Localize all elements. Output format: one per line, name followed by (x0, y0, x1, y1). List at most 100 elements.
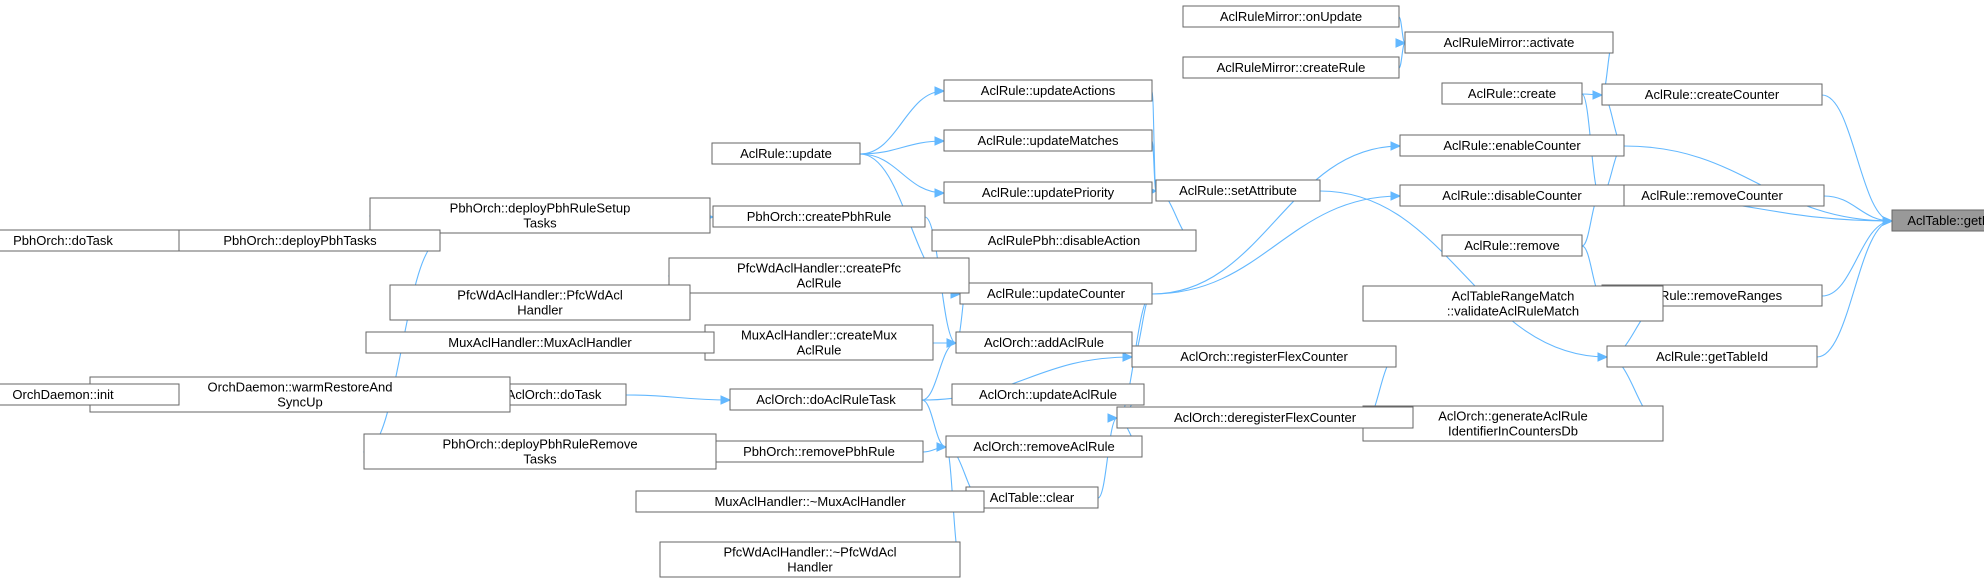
node-label: ::validateAclRuleMatch (1447, 304, 1579, 319)
node-box (1891, 209, 1984, 232)
edge-arrowhead (934, 86, 946, 96)
node-label: AclOrch::doAclRuleTask (756, 392, 896, 407)
call-edge (625, 394, 731, 401)
node-doaclruletask[interactable]: AclOrch::doAclRuleTask (729, 388, 923, 411)
node-label: AclRule::updatePriority (982, 185, 1115, 200)
node-label: AclRule::updateActions (981, 83, 1116, 98)
node-updateactions[interactable]: AclRule::updateActions (943, 79, 1153, 102)
call-edge (1623, 145, 1893, 222)
node-box (659, 541, 961, 578)
call-edge (859, 90, 945, 155)
node-mirror-createrule[interactable]: AclRuleMirror::createRule (1182, 56, 1400, 79)
node-disableaction[interactable]: AclRulePbh::disableAction (931, 229, 1197, 252)
node-label: AclRule::enableCounter (1443, 138, 1581, 153)
node-box (1362, 285, 1664, 322)
node-gettableid-target[interactable]: AclTable::getId (1891, 209, 1984, 232)
node-box (955, 331, 1133, 354)
call-edge (1319, 190, 1608, 358)
node-label: MuxAclHandler::createMux (741, 328, 898, 343)
node-label: PfcWdAclHandler::createPfc (737, 261, 902, 276)
node-createpbhrule[interactable]: PbhOrch::createPbhRule (712, 205, 926, 228)
node-updatematches[interactable]: AclRule::updateMatches (943, 129, 1153, 152)
edge-arrowhead (946, 338, 958, 348)
node-box (943, 181, 1153, 204)
node-rule-update[interactable]: AclRule::update (711, 142, 861, 165)
node-deploy-tasks[interactable]: PbhOrch::deployPbhTasks (159, 229, 441, 252)
node-box (945, 435, 1143, 458)
node-mirror-onupdate[interactable]: AclRuleMirror::onUpdate (1182, 5, 1400, 28)
edge-arrowhead (934, 136, 946, 146)
node-pfc-dtor[interactable]: PfcWdAclHandler::~PfcWdAclHandler (659, 541, 961, 578)
node-pbh-dotask[interactable]: PbhOrch::doTask (0, 229, 180, 252)
node-mirror-activate[interactable]: AclRuleMirror::activate (1404, 31, 1614, 54)
node-pfc-ctor[interactable]: PfcWdAclHandler::PfcWdAclHandler (389, 284, 691, 321)
node-label: AclTable::clear (990, 490, 1075, 505)
node-addaclrule[interactable]: AclOrch::addAclRule (955, 331, 1133, 354)
node-label: PfcWdAclHandler::PfcWdAcl (457, 288, 623, 303)
node-label: AclRule::create (1468, 86, 1556, 101)
node-box (1441, 82, 1583, 105)
node-label: AclOrch::registerFlexCounter (1180, 349, 1348, 364)
node-label: AclOrch::removeAclRule (973, 439, 1115, 454)
call-edge (1398, 16, 1406, 44)
call-edge (1821, 220, 1893, 297)
node-updatepriority[interactable]: AclRule::updatePriority (943, 181, 1153, 204)
node-box (1182, 5, 1400, 28)
call-edge (1151, 195, 1401, 295)
node-daemon-init[interactable]: OrchDaemon::init (0, 383, 180, 406)
edge-arrowhead (1597, 352, 1609, 362)
node-box (1441, 234, 1583, 257)
node-box (1404, 31, 1614, 54)
node-label: AclRulePbh::disableAction (988, 233, 1140, 248)
node-mux-dtor[interactable]: MuxAclHandler::~MuxAclHandler (635, 490, 985, 513)
call-nodes: AclTable::getIdAclRule::createCounterAcl… (0, 5, 1984, 578)
node-label: AclOrch::generateAclRule (1438, 409, 1588, 424)
node-box (729, 388, 923, 411)
node-validate[interactable]: AclTableRangeMatch::validateAclRuleMatch (1362, 285, 1664, 322)
node-label: AclOrch::addAclRule (984, 335, 1104, 350)
node-label: AclRuleMirror::onUpdate (1220, 9, 1362, 24)
node-acl-dotask[interactable]: AclOrch::doTask (481, 383, 627, 406)
call-edge (1097, 417, 1118, 499)
node-createcounter[interactable]: AclRule::createCounter (1601, 83, 1823, 106)
node-label: IdentifierInCountersDb (1448, 424, 1578, 439)
call-edge (921, 399, 947, 448)
node-registerflex[interactable]: AclOrch::registerFlexCounter (1131, 345, 1397, 368)
node-box (1155, 179, 1321, 202)
node-label: PfcWdAclHandler::~PfcWdAcl (723, 545, 896, 560)
node-label: AclRule::removeCounter (1641, 188, 1783, 203)
node-box (1182, 56, 1400, 79)
node-rule-remove[interactable]: AclRule::remove (1441, 234, 1583, 257)
node-enablecounter[interactable]: AclRule::enableCounter (1399, 134, 1625, 157)
node-removecounter[interactable]: AclRule::removeCounter (1599, 184, 1825, 207)
node-label: AclTable::getId (1907, 213, 1984, 228)
node-rule-create[interactable]: AclRule::create (1441, 82, 1583, 105)
node-box (1399, 184, 1625, 207)
node-label: AclTableRangeMatch (1452, 289, 1575, 304)
node-removepbhrule[interactable]: PbhOrch::removePbhRule (714, 440, 924, 463)
edge-arrowhead (1390, 141, 1402, 151)
node-updateaclrule[interactable]: AclOrch::updateAclRule (951, 383, 1145, 406)
node-box (389, 284, 691, 321)
call-edge (1816, 220, 1893, 358)
node-deregisterflex[interactable]: AclOrch::deregisterFlexCounter (1116, 406, 1414, 429)
node-label: OrchDaemon::init (12, 387, 114, 402)
node-gettableid[interactable]: AclRule::getTableId (1606, 345, 1818, 368)
node-tableclear[interactable]: AclTable::clear (965, 486, 1099, 509)
node-mux-ctor[interactable]: MuxAclHandler::MuxAclHandler (365, 331, 715, 354)
call-edge (859, 140, 945, 155)
node-label: PbhOrch::removePbhRule (743, 444, 895, 459)
node-box (0, 229, 180, 252)
edge-arrowhead (720, 395, 732, 405)
node-disablecounter[interactable]: AclRule::disableCounter (1399, 184, 1625, 207)
node-updatecounter[interactable]: AclRule::updateCounter (959, 282, 1153, 305)
node-setattribute[interactable]: AclRule::setAttribute (1155, 179, 1321, 202)
node-label: Handler (517, 303, 563, 318)
node-label: AclRule::createCounter (1645, 87, 1780, 102)
node-label: PbhOrch::deployPbhRuleSetup (450, 201, 631, 216)
node-removeaclrule[interactable]: AclOrch::removeAclRule (945, 435, 1143, 458)
